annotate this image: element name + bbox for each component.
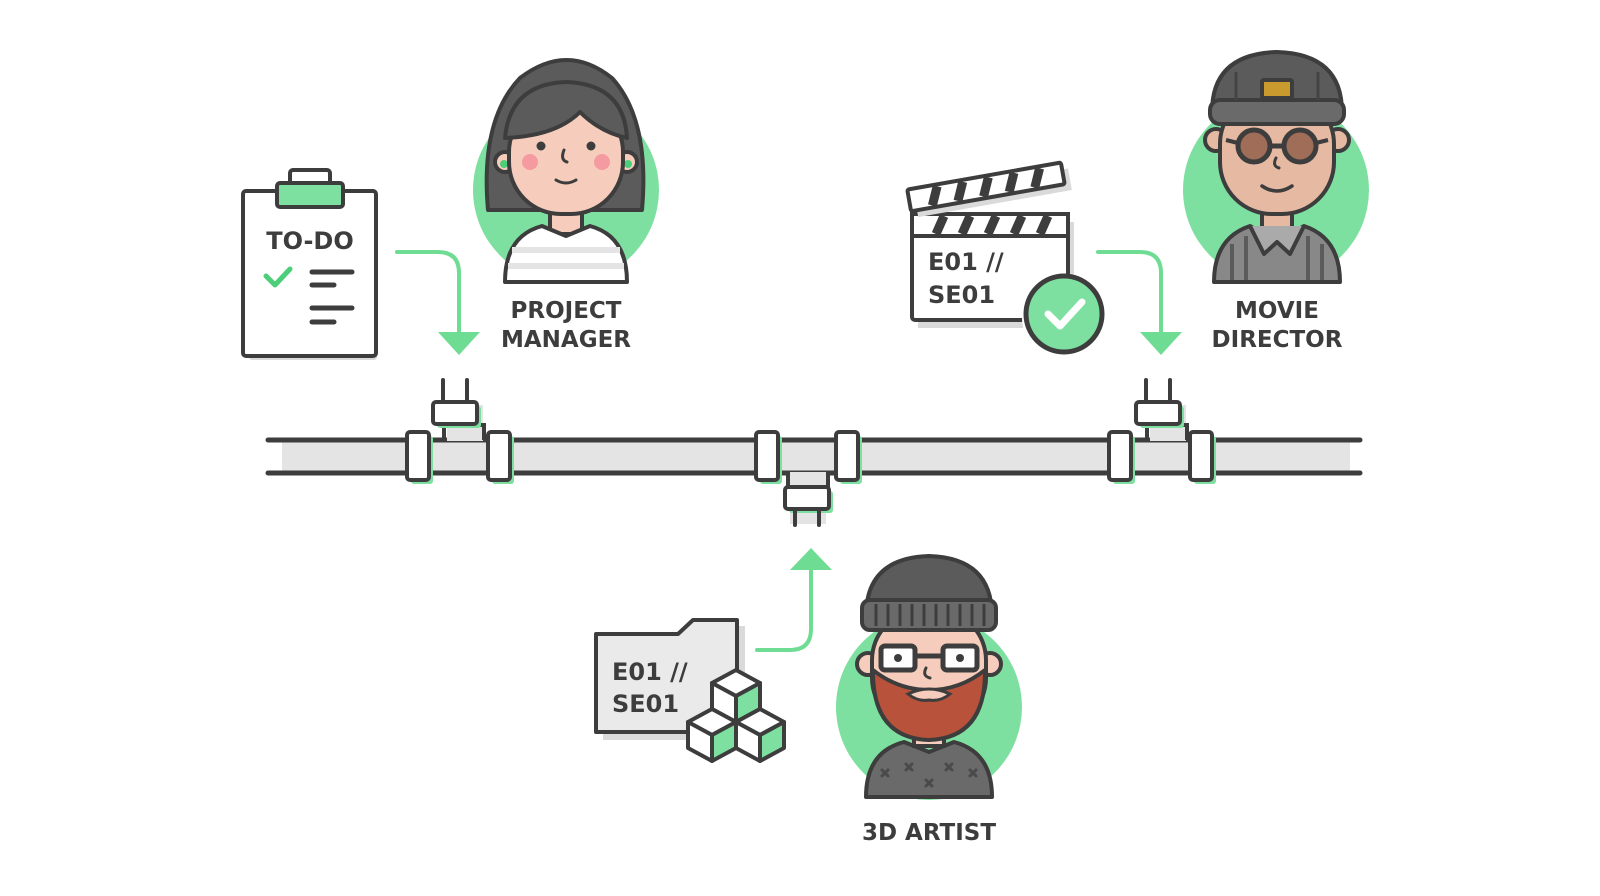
- clipboard-icon: TO-DO: [241, 168, 378, 360]
- arrow-clapper-to-pipeline: [1096, 250, 1182, 355]
- 3d-artist-label: 3D ARTIST: [862, 820, 996, 846]
- todo-title: TO-DO: [266, 227, 354, 255]
- clapper-line2: SE01: [928, 281, 995, 309]
- movie-director-avatar: [1183, 50, 1369, 284]
- arrow-folder-to-pipeline: [755, 548, 832, 652]
- project-manager-label-line1: PROJECT: [511, 298, 622, 324]
- pipe-junction-middle: [754, 430, 862, 527]
- folder-line2: SE01: [612, 690, 679, 718]
- arrow-todo-to-pipeline: [395, 250, 480, 355]
- folder-cubes-icon: E01 // SE01: [594, 618, 786, 763]
- clapperboard-icon: E01 // SE01: [905, 160, 1110, 362]
- pipe-junction-left: [405, 378, 514, 484]
- movie-director-label-line2: DIRECTOR: [1212, 327, 1343, 353]
- project-manager-label-line2: MANAGER: [501, 327, 631, 353]
- clapper-line1: E01 //: [928, 248, 1004, 276]
- movie-director-label-line1: MOVIE: [1235, 298, 1319, 324]
- pipeline: [265, 378, 1363, 527]
- folder-line1: E01 //: [612, 658, 688, 686]
- project-manager-avatar: [473, 58, 659, 284]
- pipe-junction-right: [1107, 378, 1216, 484]
- check-icon: [263, 266, 293, 288]
- approved-check-icon: [1044, 298, 1086, 330]
- 3d-artist-avatar: [836, 554, 1022, 800]
